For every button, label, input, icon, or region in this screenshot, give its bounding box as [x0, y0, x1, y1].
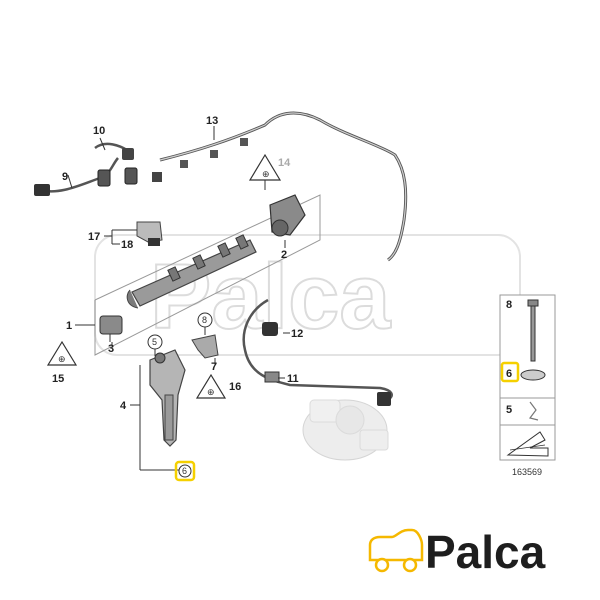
- bracket-7: [191, 334, 219, 359]
- svg-text:⊕: ⊕: [262, 169, 270, 179]
- legend-item-6: 6: [506, 368, 512, 380]
- callout-8: 8: [202, 315, 207, 325]
- warning-triangle-14: ⊕: [248, 153, 282, 190]
- wiring-harness: [152, 111, 408, 262]
- callout-12: 12: [291, 328, 303, 340]
- callout-17: 17: [88, 231, 100, 243]
- sensor-harness: [34, 142, 138, 196]
- arrow-icon: [506, 431, 549, 457]
- callout-11: 11: [287, 373, 299, 385]
- callout-6: 6: [182, 466, 187, 476]
- callout-2: 2: [281, 249, 287, 261]
- part-3: [99, 315, 123, 342]
- fuel-line: [242, 298, 393, 406]
- car-icon: [368, 528, 424, 573]
- callout-13: 13: [206, 115, 218, 127]
- callout-labels: 13 10 9 14 17 18 2 1 3 15 4 16 7 12 11: [52, 115, 303, 412]
- warning-triangle-16: ⊕: [195, 373, 227, 399]
- callout-14: 14: [278, 157, 291, 169]
- callout-10: 10: [93, 125, 105, 137]
- logo-text: Palca: [425, 526, 546, 578]
- warning-triangle-15: ⊕: [46, 340, 78, 366]
- callout-9: 9: [62, 171, 68, 183]
- callout-5-circle: 5: [147, 334, 163, 356]
- clamp: [136, 221, 163, 246]
- callout-3: 3: [108, 343, 114, 355]
- washer-icon: [520, 369, 546, 381]
- pressure-sensor: [269, 194, 306, 237]
- palca-logo: Palca: [368, 526, 546, 578]
- svg-text:⊕: ⊕: [207, 387, 215, 397]
- callout-15: 15: [52, 373, 64, 385]
- leader-lines: [67, 126, 290, 471]
- callout-6-highlight: 6: [174, 460, 196, 482]
- legend-item-8: 8: [506, 299, 512, 311]
- callout-7: 7: [211, 361, 217, 373]
- callout-4: 4: [120, 400, 127, 412]
- injector: [149, 349, 186, 447]
- bolt-icon: [527, 299, 539, 362]
- svg-text:⊕: ⊕: [58, 354, 66, 364]
- high-pressure-pump: [302, 399, 389, 461]
- diagram-number: 163569: [512, 467, 542, 477]
- callout-18: 18: [121, 239, 133, 251]
- callout-16: 16: [229, 381, 241, 393]
- callout-5: 5: [152, 337, 157, 347]
- fuel-rail: [126, 234, 257, 309]
- legend-item-5: 5: [506, 404, 512, 416]
- callout-1: 1: [66, 320, 72, 332]
- callout-8-circle: 8: [197, 312, 213, 335]
- parts-legend: 8 6 5 163569: [499, 294, 556, 477]
- clip-icon: [528, 401, 539, 421]
